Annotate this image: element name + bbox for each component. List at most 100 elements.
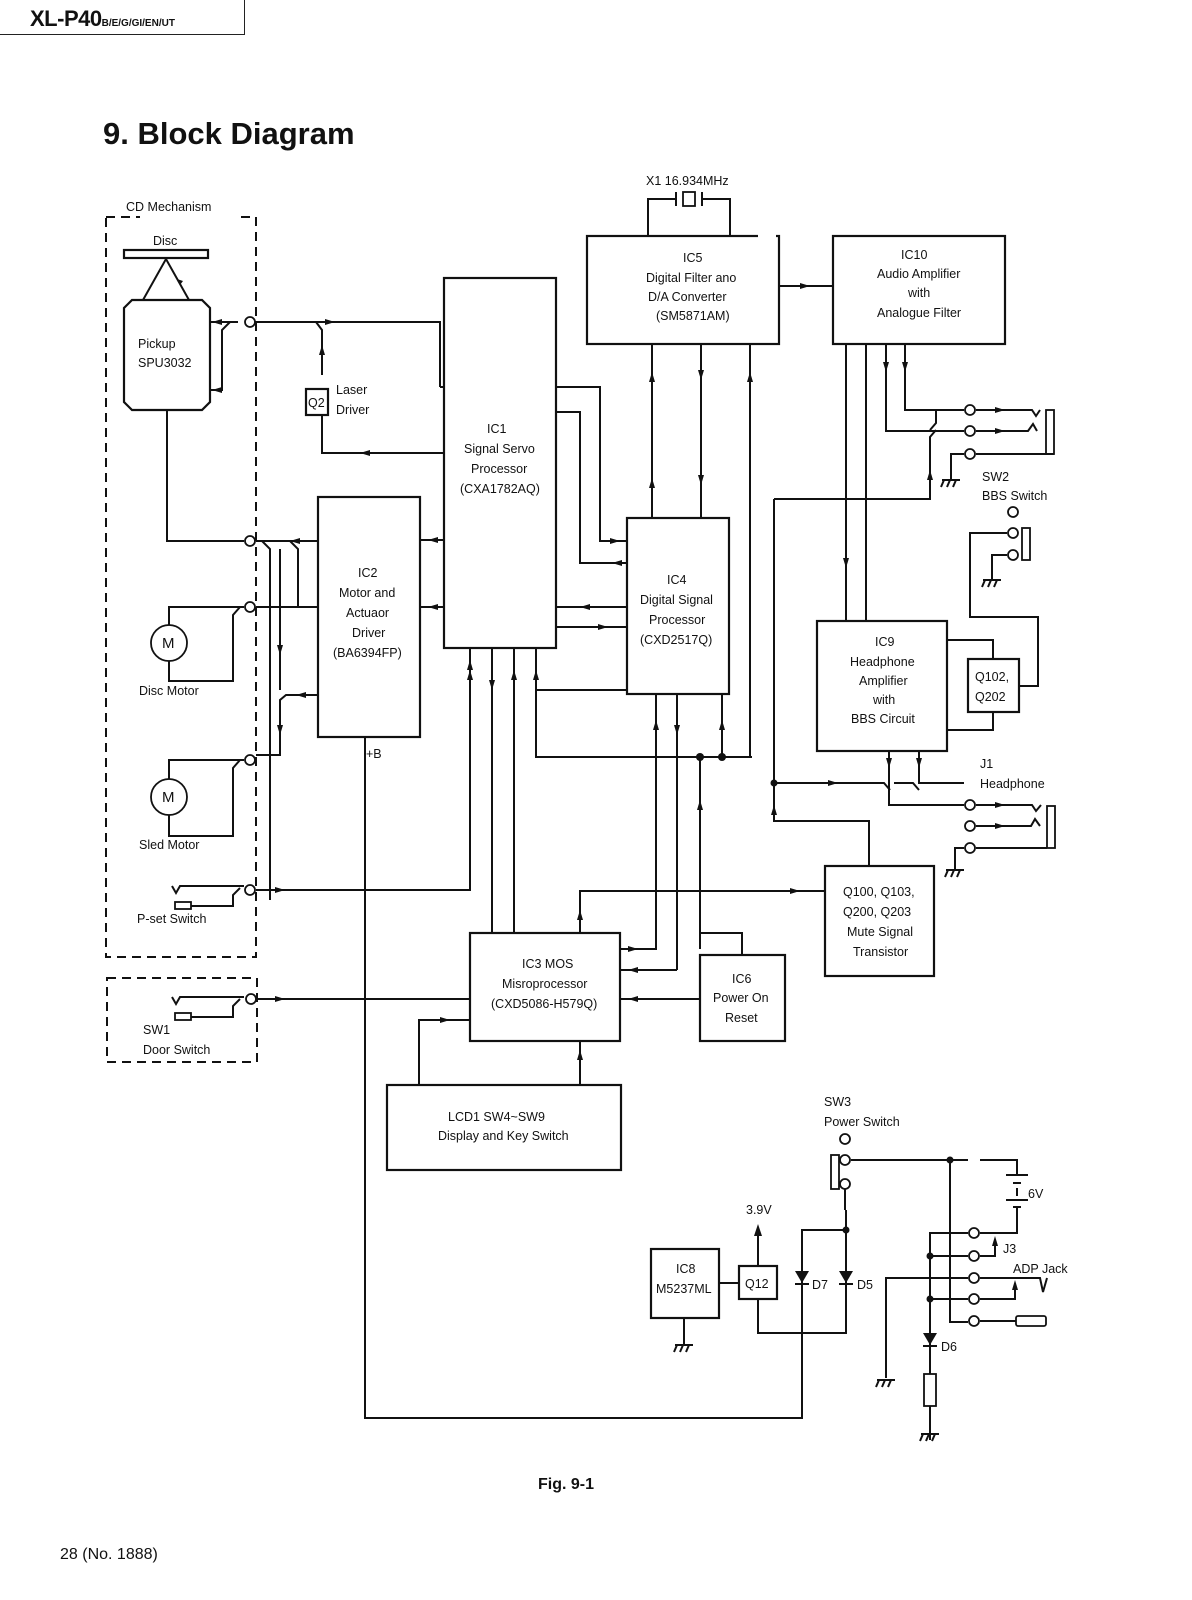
figure-caption: Fig. 9-1 xyxy=(538,1476,595,1493)
ic2-desc-1: Motor and xyxy=(339,586,395,600)
ic6-desc-2: Reset xyxy=(725,1011,758,1025)
model-variants: B/E/G/GI/EN/UT xyxy=(101,18,175,29)
cd-mechanism-group: CD Mechanism xyxy=(105,200,257,958)
crystal-x1: X1 16.934MHz xyxy=(646,174,731,236)
q12-label: Q12 xyxy=(745,1277,769,1291)
j1-label: Headphone xyxy=(980,777,1045,791)
pset-switch: P-set Switch xyxy=(137,885,244,926)
q12-block: Q12 xyxy=(737,1264,779,1301)
motor-m-label: M xyxy=(162,635,175,652)
q2-laser-driver: Q2 Laser Driver xyxy=(304,383,369,417)
connector-pset xyxy=(244,884,256,896)
model-number: XL-P40B/E/G/GI/EN/UT xyxy=(30,6,175,32)
ic9-desc-4: BBS Circuit xyxy=(851,712,915,726)
resistor xyxy=(923,1373,937,1407)
sw2-bbs-switch: SW2 BBS Switch xyxy=(969,470,1047,687)
page-number: 28 (No. 1888) xyxy=(60,1546,158,1563)
ic3-desc: Misroprocessor xyxy=(502,977,587,991)
model-name: XL-P40 xyxy=(30,6,102,31)
ic2-desc-2: Actuaor xyxy=(346,606,389,620)
ic5-ref: IC5 xyxy=(683,251,703,265)
ic5-desc-2: D/A Converter xyxy=(648,290,727,304)
j1-headphone-jack: J1 Headphone xyxy=(944,757,1056,878)
pickup-label: Pickup xyxy=(138,337,176,351)
sw1-ref: SW1 xyxy=(143,1023,170,1037)
battery-6v: 6V xyxy=(980,1159,1044,1234)
cd-mechanism-label: CD Mechanism xyxy=(126,200,211,214)
ic8-ref: IC8 xyxy=(676,1262,696,1276)
diode-d6 xyxy=(923,1333,937,1345)
j3-adp-jack: J3 ADP Jack xyxy=(885,1227,1068,1440)
d6-label: D6 xyxy=(941,1340,957,1354)
ic6-block: IC6 Power On Reset xyxy=(698,953,787,1043)
disc-motor-label: Disc Motor xyxy=(139,684,199,698)
ic5-block: IC5 Digital Filter ano D/A Converter (SM… xyxy=(585,230,781,346)
pickup-model: SPU3032 xyxy=(138,356,192,370)
mute-label-2: Q200, Q203 xyxy=(843,905,911,919)
ic9-desc-1: Headphone xyxy=(850,655,915,669)
ic5-desc-1: Digital Filter ano xyxy=(646,271,736,285)
sw2-label: BBS Switch xyxy=(982,489,1047,503)
q102-label: Q102, xyxy=(975,670,1009,684)
q202-label: Q202 xyxy=(975,690,1006,704)
connector-door xyxy=(245,993,257,1005)
ic2-ref: IC2 xyxy=(358,566,378,580)
adp-jack-label: ADP Jack xyxy=(1013,1262,1068,1276)
ic9-desc-3: with xyxy=(872,693,895,707)
ic4-desc-1: Digital Signal xyxy=(640,593,713,607)
pickup-block: Pickup SPU3032 xyxy=(122,298,212,412)
sw1-label: Door Switch xyxy=(143,1043,210,1057)
header-box xyxy=(0,0,245,35)
j1-ref: J1 xyxy=(980,757,993,771)
ic2-part: (BA6394FP) xyxy=(333,646,402,660)
motor-m-label-2: M xyxy=(162,789,175,806)
d5-label: D5 xyxy=(857,1278,873,1292)
voltage-3v9-label: 3.9V xyxy=(746,1203,772,1217)
crystal-label: X1 16.934MHz xyxy=(646,174,729,188)
lcd-label-2: Display and Key Switch xyxy=(438,1129,569,1143)
door-switch-group: SW1 Door Switch xyxy=(106,977,258,1063)
ic5-part: (SM5871AM) xyxy=(656,309,730,323)
connector-sled-motor xyxy=(244,754,256,766)
ic10-block: IC10 Audio Amplifier with Analogue Filte… xyxy=(831,234,1007,346)
d7-label: D7 xyxy=(812,1278,828,1292)
ic4-part: (CXD2517Q) xyxy=(640,633,712,647)
ic10-desc-2: with xyxy=(907,286,930,300)
pset-switch-label: P-set Switch xyxy=(137,912,207,926)
ic1-part: (CXA1782AQ) xyxy=(460,482,540,496)
ic8-block: IC8 M5237ML xyxy=(649,1247,721,1320)
lcd-label-1: LCD1 SW4~SW9 xyxy=(448,1110,545,1124)
ic6-ref: IC6 xyxy=(732,972,752,986)
diode-d5 xyxy=(839,1271,853,1283)
ic9-ref: IC9 xyxy=(875,635,895,649)
ic3-ref: IC3 MOS xyxy=(522,957,573,971)
mute-label-3: Mute Signal xyxy=(847,925,913,939)
ic3-block: IC3 MOS Misroprocessor (CXD5086-H579Q) xyxy=(468,931,622,1043)
mute-label-4: Transistor xyxy=(853,945,908,959)
disc: Disc xyxy=(122,234,210,301)
disc-platter xyxy=(122,248,210,260)
ic1-ref: IC1 xyxy=(487,422,507,436)
sw3-power-switch: SW3 Power Switch xyxy=(824,1095,968,1210)
sw3-ref: SW3 xyxy=(824,1095,851,1109)
ic4-block: IC4 Digital Signal Processor (CXD2517Q) xyxy=(625,516,731,696)
ic1-block: IC1 Signal Servo Processor (CXA1782AQ) xyxy=(442,276,558,650)
connector-pickup xyxy=(244,316,256,328)
lcd-key-switch-block: LCD1 SW4~SW9 Display and Key Switch xyxy=(385,1083,623,1172)
ic2-block: IC2 Motor and Actuaor Driver (BA6394FP) … xyxy=(316,495,422,761)
q102-q202-block: Q102, Q202 xyxy=(966,657,1021,714)
laser-driver-label-1: Laser xyxy=(336,383,367,397)
mute-label-1: Q100, Q103, xyxy=(843,885,915,899)
sw3-label: Power Switch xyxy=(824,1115,900,1129)
ic1-desc-1: Signal Servo xyxy=(464,442,535,456)
ic6-desc-1: Power On xyxy=(713,991,769,1005)
connector-disc-motor xyxy=(244,601,256,613)
sw2-ref: SW2 xyxy=(982,470,1009,484)
ic4-ref: IC4 xyxy=(667,573,687,587)
ic1-desc-2: Processor xyxy=(471,462,527,476)
plus-b-label: +B xyxy=(366,747,382,761)
ic4-desc-2: Processor xyxy=(649,613,705,627)
ic10-desc-3: Analogue Filter xyxy=(877,306,961,320)
ic10-ref: IC10 xyxy=(901,248,927,262)
